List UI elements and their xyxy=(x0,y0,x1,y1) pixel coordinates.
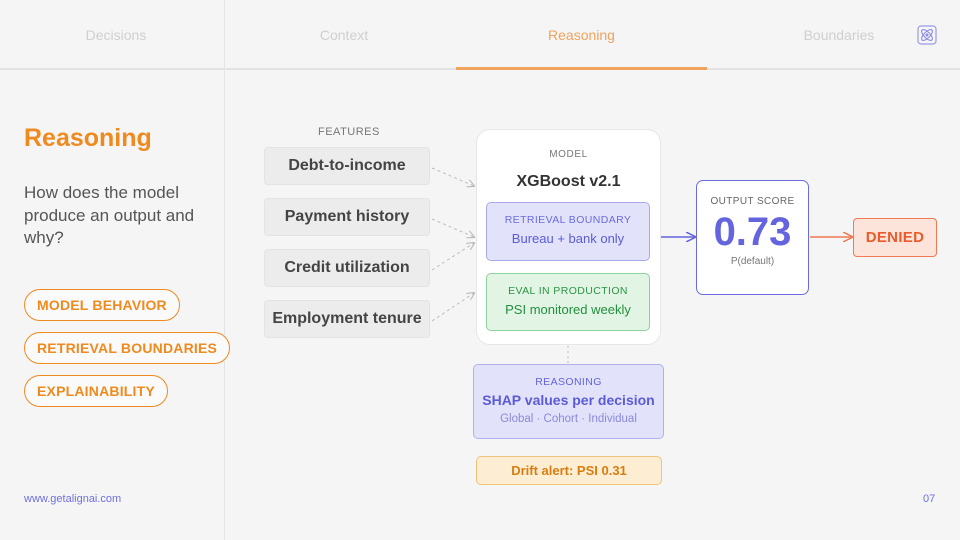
output-score-subtitle: P(default) xyxy=(730,256,775,267)
connector-credit-to-model xyxy=(431,243,474,271)
output-score-card: OUTPUT SCORE 0.73 P(default) xyxy=(696,180,809,295)
eval-production-box: EVAL IN PRODUCTION PSI monitored weekly xyxy=(486,273,650,331)
section-question: How does the model produce an output and… xyxy=(24,183,195,247)
connector-payment-to-model xyxy=(431,218,474,237)
decision-badge: DENIED xyxy=(853,218,937,257)
top-navigation: Decisions Context Reasoning Boundaries xyxy=(0,0,960,70)
retrieval-boundary-box: RETRIEVAL BOUNDARY Bureau + bank only xyxy=(486,202,650,261)
retrieval-boundary-value: Bureau + bank only xyxy=(511,231,625,246)
drift-alert-badge: Drift alert: PSI 0.31 xyxy=(476,456,662,485)
feature-credit-utilization: Credit utilization xyxy=(264,249,430,287)
feature-payment-history: Payment history xyxy=(264,198,430,236)
reasoning-subtitle: Global · Cohort · Individual xyxy=(500,413,637,425)
retrieval-boundary-title: RETRIEVAL BOUNDARY xyxy=(504,214,632,226)
output-score-label: OUTPUT SCORE xyxy=(710,196,795,207)
model-label: MODEL xyxy=(549,149,588,160)
tab-context[interactable]: Context xyxy=(319,27,369,43)
connector-employment-to-model xyxy=(431,293,474,322)
output-score-value: 0.73 xyxy=(713,210,792,254)
eval-production-value: PSI monitored weekly xyxy=(505,302,631,317)
model-card: MODEL XGBoost v2.1 RETRIEVAL BOUNDARY Bu… xyxy=(476,129,661,345)
atom-icon[interactable] xyxy=(917,25,937,45)
pill-model-behavior[interactable]: MODEL BEHAVIOR xyxy=(24,289,180,321)
tab-boundaries[interactable]: Boundaries xyxy=(803,27,875,43)
features-label: FEATURES xyxy=(318,126,380,138)
feature-employment-tenure: Employment tenure xyxy=(264,300,430,338)
reasoning-box: REASONING SHAP values per decision Globa… xyxy=(473,364,664,439)
connector-debt-to-model xyxy=(431,167,474,186)
eval-production-title: EVAL IN PRODUCTION xyxy=(508,285,628,297)
active-tab-indicator xyxy=(456,67,707,70)
sidebar-divider xyxy=(224,0,225,540)
reasoning-value: SHAP values per decision xyxy=(482,392,655,408)
pill-explainability[interactable]: EXPLAINABILITY xyxy=(24,375,168,407)
reasoning-title: REASONING xyxy=(535,376,602,388)
page-number: 07 xyxy=(923,493,936,505)
model-name: XGBoost v2.1 xyxy=(516,173,621,190)
tab-reasoning[interactable]: Reasoning xyxy=(548,27,615,43)
tab-decisions[interactable]: Decisions xyxy=(85,27,147,43)
pill-retrieval-boundaries[interactable]: RETRIEVAL BOUNDARIES xyxy=(24,332,231,364)
page-title: Reasoning xyxy=(24,124,152,152)
footer-url[interactable]: www.getalignai.com xyxy=(24,493,122,505)
feature-debt-to-income: Debt-to-income xyxy=(264,147,430,185)
